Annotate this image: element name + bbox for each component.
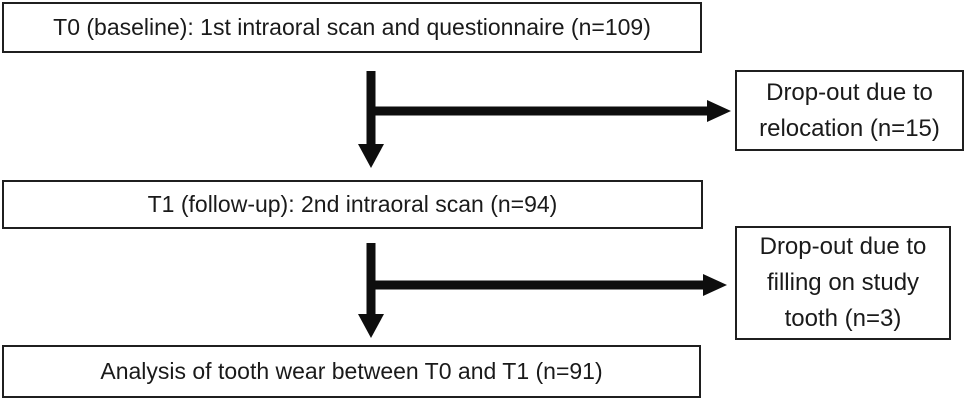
node-dropout-relocation-label: Drop-out due to relocation (n=15)	[759, 78, 940, 142]
node-t1-followup-label: T1 (follow-up): 2nd intraoral scan (n=94…	[147, 191, 558, 217]
node-t1-followup: T1 (follow-up): 2nd intraoral scan (n=94…	[2, 180, 703, 229]
node-t0-baseline-label: T0 (baseline): 1st intraoral scan and qu…	[53, 14, 651, 40]
arrow-dropout-filling-head	[703, 274, 727, 296]
arrow-t0-to-dropout-relocation	[371, 100, 731, 122]
arrow-t1-to-dropout-filling	[371, 274, 727, 296]
arrow-dropout-relocation-head	[707, 100, 731, 122]
arrow-t0-to-t1	[358, 71, 384, 168]
node-dropout-filling: Drop-out due to filling on study tooth (…	[735, 226, 951, 340]
arrow-t0-to-t1-head	[358, 144, 384, 168]
node-dropout-relocation: Drop-out due to relocation (n=15)	[735, 70, 964, 151]
node-t0-baseline: T0 (baseline): 1st intraoral scan and qu…	[2, 2, 702, 53]
node-dropout-filling-label: Drop-out due to filling on study tooth (…	[759, 233, 927, 332]
arrow-t1-to-analysis-head	[358, 314, 384, 338]
node-analysis-label: Analysis of tooth wear between T0 and T1…	[100, 358, 603, 384]
arrow-t1-to-analysis	[358, 243, 384, 338]
node-analysis: Analysis of tooth wear between T0 and T1…	[2, 345, 701, 398]
